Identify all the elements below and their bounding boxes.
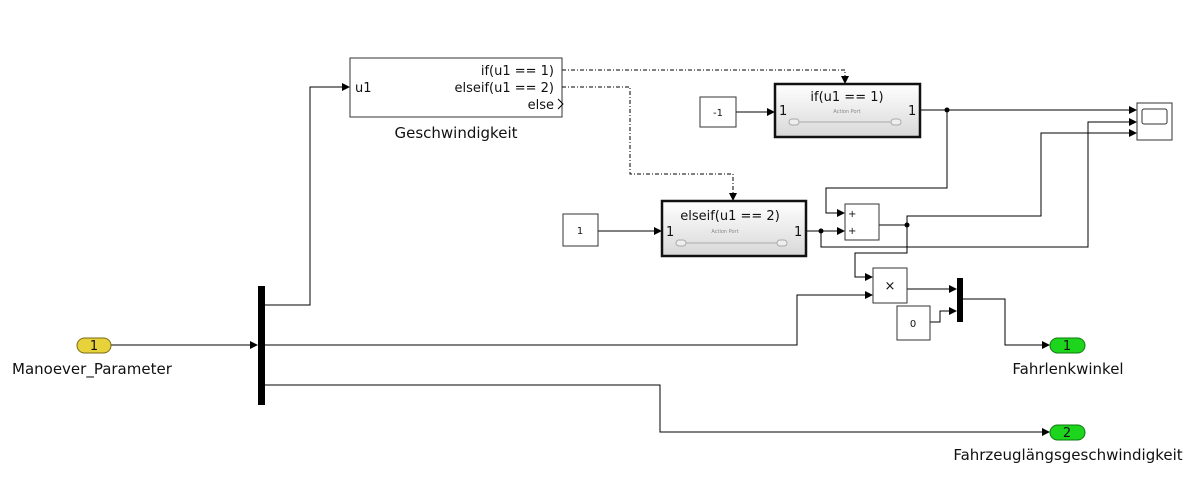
elseif-output-label: elseif(u1 == 2): [454, 81, 554, 96]
subsystem-in-port: 1: [666, 225, 674, 240]
junction: [818, 228, 824, 234]
action-line-elseif[interactable]: [562, 86, 737, 201]
constant-neg1[interactable]: -1: [699, 96, 737, 128]
junction: [904, 222, 910, 228]
line-mux-outport1[interactable]: [963, 298, 1050, 349]
inport-label: Manoever_Parameter: [12, 360, 173, 379]
if-output-label: if(u1 == 1): [481, 64, 554, 79]
subsystem-subtitle: Action Port: [833, 109, 860, 115]
product-block[interactable]: ×: [872, 267, 908, 304]
product-symbol: ×: [885, 279, 896, 294]
outport-fahrzeuglaengsgeschwindigkeit[interactable]: 2 Fahrzeuglängsgeschwindigkeit: [953, 424, 1183, 464]
outport-label: Fahrlenkwinkel: [1012, 360, 1123, 378]
action-line-if[interactable]: [562, 69, 849, 84]
subsystem-title: elseif(u1 == 2): [680, 209, 780, 224]
if-input-label: u1: [355, 81, 372, 96]
constant-1[interactable]: 1: [562, 213, 599, 247]
line-elseif-scope[interactable]: [820, 118, 1137, 248]
constant-value: -1: [713, 108, 723, 119]
subsystem-out-port: 1: [908, 104, 916, 119]
if-block-geschwindigkeit[interactable]: u1 if(u1 == 1) elseif(u1 == 2) else Gesc…: [349, 57, 564, 142]
constant-0[interactable]: 0: [896, 305, 931, 341]
mux-block[interactable]: [957, 278, 963, 322]
action-subsystem-elseif[interactable]: elseif(u1 == 2) Action Port 1 1: [660, 199, 808, 258]
subsystem-out-port: 1: [794, 225, 802, 240]
line-demux-if[interactable]: [265, 83, 350, 306]
junction: [944, 107, 950, 113]
subsystem-in-port: 1: [779, 104, 787, 119]
line-sum-product[interactable]: [854, 225, 908, 281]
line-sum-scope[interactable]: [906, 129, 1137, 225]
outport-number: 2: [1063, 426, 1071, 441]
subsystem-subtitle: Action Port: [711, 229, 738, 235]
inport-manoever-parameter[interactable]: 1 Manoever_Parameter: [12, 337, 173, 379]
constant-value: 1: [577, 226, 583, 237]
subsystem-title: if(u1 == 1): [810, 90, 883, 105]
else-port-icon: [557, 98, 564, 110]
line-if-sum[interactable]: [825, 110, 948, 217]
outport-fahrlenkwinkel[interactable]: 1 Fahrlenkwinkel: [1012, 337, 1124, 378]
scope-screen-icon: [1141, 108, 1168, 125]
outport-label: Fahrzeuglängsgeschwindigkeit: [953, 446, 1182, 464]
inport-number: 1: [90, 339, 98, 354]
constant-value: 0: [910, 319, 916, 330]
inport-shape[interactable]: [76, 337, 112, 354]
sum-sign: +: [848, 209, 856, 220]
else-output-label: else: [528, 98, 554, 113]
demux-block[interactable]: [258, 286, 265, 405]
line-demux-product[interactable]: [265, 291, 873, 346]
line-const0-mux[interactable]: [930, 307, 957, 323]
signal-lines: [111, 69, 1137, 436]
action-subsystem-if[interactable]: if(u1 == 1) Action Port 1 1: [773, 82, 922, 139]
line-demux-outport2[interactable]: [265, 384, 1050, 436]
outport-number: 1: [1063, 339, 1071, 354]
if-block-name: Geschwindigkeit: [394, 124, 517, 142]
if-block-body[interactable]: [349, 57, 563, 118]
sum-block[interactable]: + +: [844, 203, 880, 241]
sum-sign: +: [848, 226, 856, 237]
scope-block[interactable]: [1136, 102, 1173, 141]
